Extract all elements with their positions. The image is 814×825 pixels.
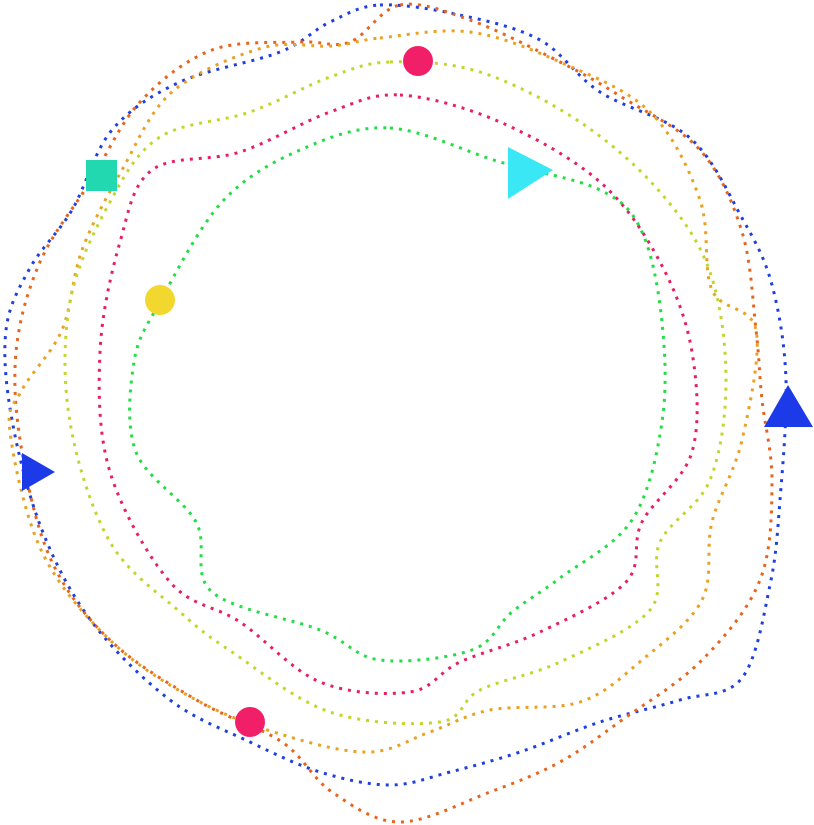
ring-blue	[3, 3, 788, 787]
circle-icon	[403, 46, 433, 76]
circle-icon	[145, 285, 175, 315]
ring-dark-orange	[13, 2, 774, 824]
ring-amber	[7, 29, 759, 754]
ring-magenta	[97, 93, 699, 696]
triangle-up-icon	[764, 385, 813, 427]
circle-icon	[235, 707, 265, 737]
ring-green	[128, 126, 667, 663]
triangle-right-icon	[508, 147, 553, 199]
ring-lime	[63, 60, 728, 726]
square-icon	[86, 160, 117, 191]
triangle-right-icon	[22, 453, 55, 491]
